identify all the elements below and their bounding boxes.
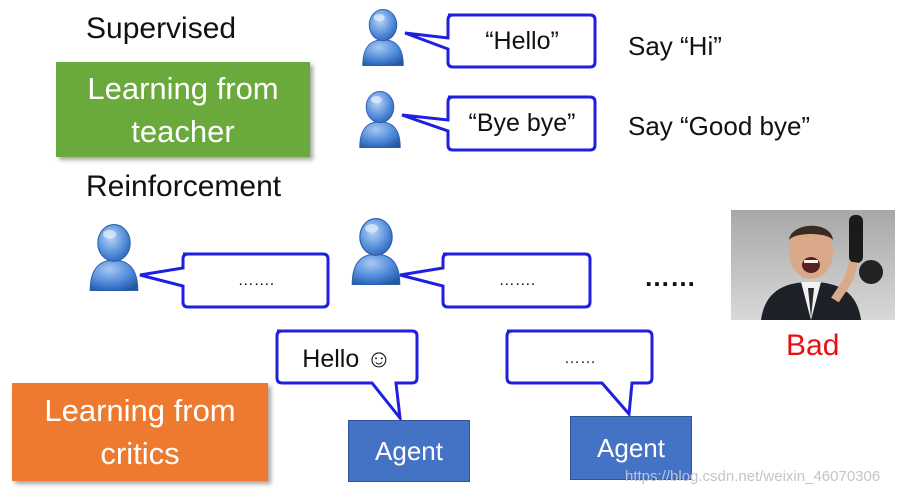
angry-critic-photo	[731, 210, 895, 320]
critics-box-line-2: critics	[100, 436, 180, 471]
person-icon	[351, 218, 401, 286]
critic-bubble-text: …….	[498, 272, 536, 289]
person-icon	[359, 90, 401, 148]
angry-person-illustration	[761, 215, 883, 320]
instruction-say-hi: Say “Hi”	[628, 31, 722, 61]
teacher-box-line-2: teacher	[131, 113, 235, 149]
agent-bubble-text-hello: Hello ☺	[302, 345, 392, 373]
speech-bubble-hello	[404, 13, 597, 69]
ellipsis: ……	[644, 262, 696, 292]
bubble-text-hello: “Hello”	[485, 27, 559, 55]
instruction-say-good-bye: Say “Good bye”	[628, 111, 811, 141]
speech-bubble-bye	[401, 95, 597, 152]
speech-bubble-critic-1	[139, 252, 330, 309]
agent-box-2: Agent	[570, 416, 692, 480]
speech-bubble-critic-2	[399, 252, 592, 309]
speech-bubble-agent-2	[505, 329, 654, 418]
teacher-box-line-1: Learning from	[87, 70, 279, 106]
person-icon	[362, 8, 404, 66]
reinforcement-title: Reinforcement	[86, 170, 282, 203]
learning-from-critics-box: Learning from critics	[12, 383, 268, 481]
learning-from-teacher-box: Learning from teacher	[56, 62, 310, 157]
bad-label: Bad	[786, 329, 840, 362]
bubble-text-bye-bye: “Bye bye”	[468, 109, 576, 137]
supervised-title: Supervised	[86, 12, 237, 45]
critic-bubble-text: …….	[237, 272, 275, 289]
speech-bubble-agent-1	[275, 329, 419, 424]
agent-bubble-text-dots: ……	[564, 350, 596, 367]
agent-box-1: Agent	[348, 420, 470, 482]
watermark-url: https://blog.csdn.net/weixin_46070306	[625, 468, 881, 485]
person-icon	[89, 224, 139, 292]
critics-box-line-1: Learning from	[44, 393, 236, 428]
